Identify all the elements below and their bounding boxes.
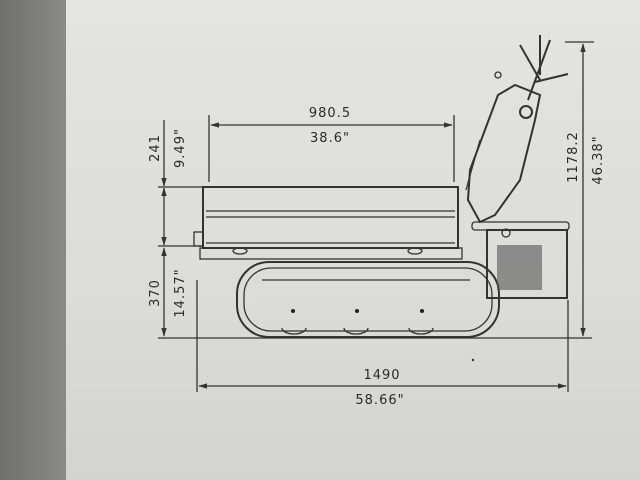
floor-height-in-label: 14.57"	[173, 268, 188, 317]
total-height-in-label: 46.38"	[591, 135, 606, 184]
total-length-in-label: 58.66"	[355, 393, 404, 408]
handle-assembly	[465, 35, 569, 224]
bin-height-mm-label: 241	[148, 134, 163, 162]
dump-bin	[193, 186, 463, 260]
engine	[471, 221, 570, 299]
bin-length-mm-label: 980.5	[309, 106, 351, 121]
track-assembly	[236, 261, 500, 338]
total-length-mm-label: 1490	[363, 368, 400, 383]
total-height-mm-label: 1178.2	[566, 131, 581, 183]
monitor-bezel	[0, 0, 66, 480]
floor-height-mm-label: 370	[148, 279, 163, 307]
dimension-lines	[161, 43, 586, 389]
bin-length-in-label: 38.6"	[310, 131, 350, 146]
bin-height-in-label: 9.49"	[173, 128, 188, 168]
